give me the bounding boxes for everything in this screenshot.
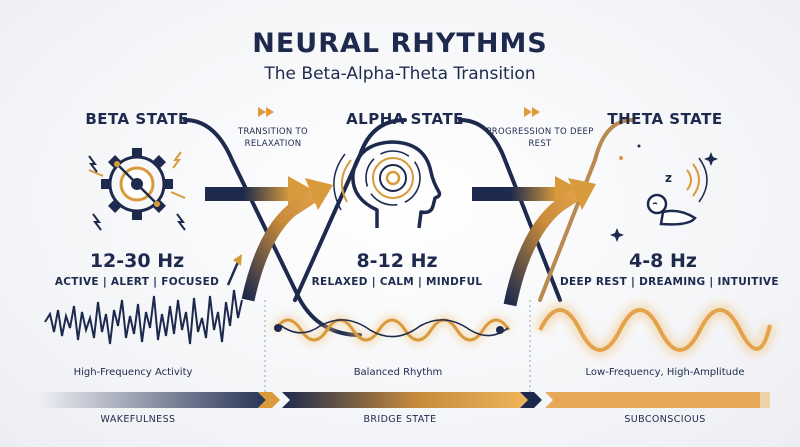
alpha-wave-caption: Balanced Rhythm	[353, 367, 443, 378]
alpha-state-label: ALPHA STATE	[346, 110, 464, 128]
beta-wave-caption: High-Frequency Activity	[73, 367, 193, 378]
theta-descriptors: DEEP REST | DREAMING | INTUITIVE	[560, 276, 779, 288]
rising-arrow-1	[241, 186, 324, 302]
alpha-theta-bracket	[458, 118, 562, 302]
crescent-moon-sleep-icon: z	[610, 144, 718, 242]
page-subtitle: The Beta-Alpha-Theta Transition	[264, 64, 536, 84]
theta-wave	[538, 308, 772, 352]
bridge-bar	[282, 392, 528, 408]
svg-text:z: z	[665, 171, 672, 185]
theta-state-label: THETA STATE	[607, 110, 723, 128]
theta-frequency: 4-8 Hz	[629, 250, 697, 272]
alpha-wave	[273, 318, 511, 342]
chevron-right-icon	[258, 107, 274, 117]
beta-wave	[44, 289, 243, 345]
beta-frequency: 12-30 Hz	[89, 250, 185, 272]
bridge-state-caption: BRIDGE STATE	[363, 414, 437, 425]
alpha-theta-bracket-upper	[538, 118, 634, 302]
rising-arrow-2	[503, 186, 584, 307]
wakefulness-bar	[38, 392, 266, 408]
gear-brain-icon	[88, 148, 186, 231]
alpha-descriptors: RELAXED | CALM | MINDFUL	[311, 276, 483, 288]
subconscious-caption: SUBCONSCIOUS	[624, 414, 706, 425]
head-swirl-icon	[333, 140, 442, 229]
progression-deep-rest-text: PROGRESSION TO DEEP REST	[486, 127, 594, 149]
alpha-frequency: 8-12 Hz	[356, 250, 438, 272]
wakefulness-caption: WAKEFULNESS	[100, 414, 176, 425]
theta-wave-caption: Low-Frequency, High-Amplitude	[585, 367, 745, 378]
page-title: NEURAL RHYTHMS	[252, 28, 548, 59]
transition-relaxation-text: TRANSITION TO RELAXATION	[237, 127, 309, 149]
beta-descriptors: ACTIVE | ALERT | FOCUSED	[54, 276, 220, 288]
subconscious-bar	[545, 392, 760, 408]
chevron-right-icon	[524, 107, 540, 117]
beta-state-label: BETA STATE	[85, 110, 189, 128]
beta-alpha-bracket	[183, 118, 362, 337]
